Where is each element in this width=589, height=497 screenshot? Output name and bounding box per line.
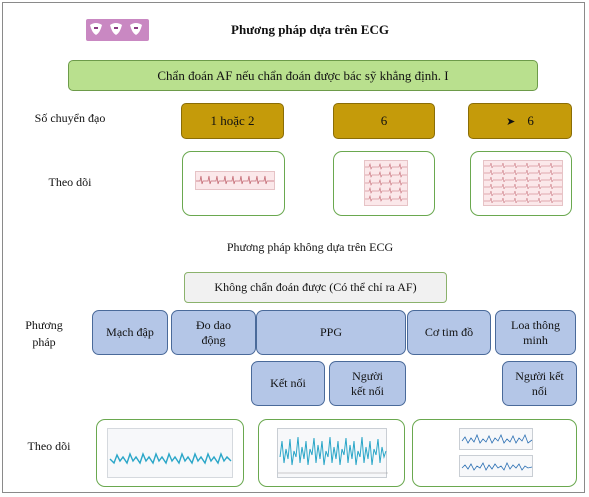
method-smart-speaker: Loa thông minh [495, 310, 576, 355]
method-label: Phương pháp [25, 318, 63, 349]
leads-label: Số chuyển đạo [34, 110, 106, 125]
non-ecg-section-title: Phương pháp không dựa trên ECG [226, 239, 394, 254]
ppg-wave-plot-3b [459, 455, 533, 477]
diagram-frame [2, 2, 585, 493]
leads-box-3: ➤ 6 [468, 103, 572, 139]
ecg-strip-3 [483, 160, 563, 206]
method-oscillometry: Đo dao động [171, 310, 256, 355]
leads-box-1: 1 hoặc 2 [181, 103, 284, 139]
non-ecg-monitor-label: Theo dõi [27, 438, 71, 453]
ppg-card-1 [96, 419, 244, 487]
leads-box-2: 6 [333, 103, 435, 139]
leads-box-3-label: 6 [527, 113, 534, 128]
ecg-card-2 [333, 151, 435, 216]
ppg-wave-plot-1 [107, 428, 233, 478]
non-ecg-diagnosis-box: Không chẩn đoán được (Có thể chỉ ra AF) [184, 272, 447, 303]
method-pulse: Mạch đập [92, 310, 168, 355]
ppg-card-3 [412, 419, 577, 487]
arrow-right-icon: ➤ [506, 115, 516, 128]
logo-icon [86, 19, 149, 41]
ecg-monitor-label: Theo dõi [48, 174, 92, 189]
ecg-strip-1 [195, 171, 275, 190]
ecg-card-1 [182, 151, 285, 216]
ecg-diagnosis-box: Chẩn đoán AF nếu chẩn đoán được bác sỹ k… [68, 60, 538, 91]
sub-method-person-connected-2: Người kết nối [502, 361, 577, 406]
ppg-card-2 [258, 419, 405, 487]
ecg-card-3 [470, 151, 572, 216]
ppg-wave-plot-3a [459, 428, 533, 450]
sub-method-connected: Kết nối [251, 361, 325, 406]
method-ppg: PPG [256, 310, 406, 355]
ppg-wave-plot-2 [277, 428, 388, 478]
ecg-strip-2 [364, 160, 408, 206]
sub-method-person-connected-1: Người kết nối [329, 361, 406, 406]
method-mechanocardiography: Cơ tim đồ [407, 310, 491, 355]
ecg-section-title: Phương pháp dựa trên ECG [231, 22, 389, 37]
